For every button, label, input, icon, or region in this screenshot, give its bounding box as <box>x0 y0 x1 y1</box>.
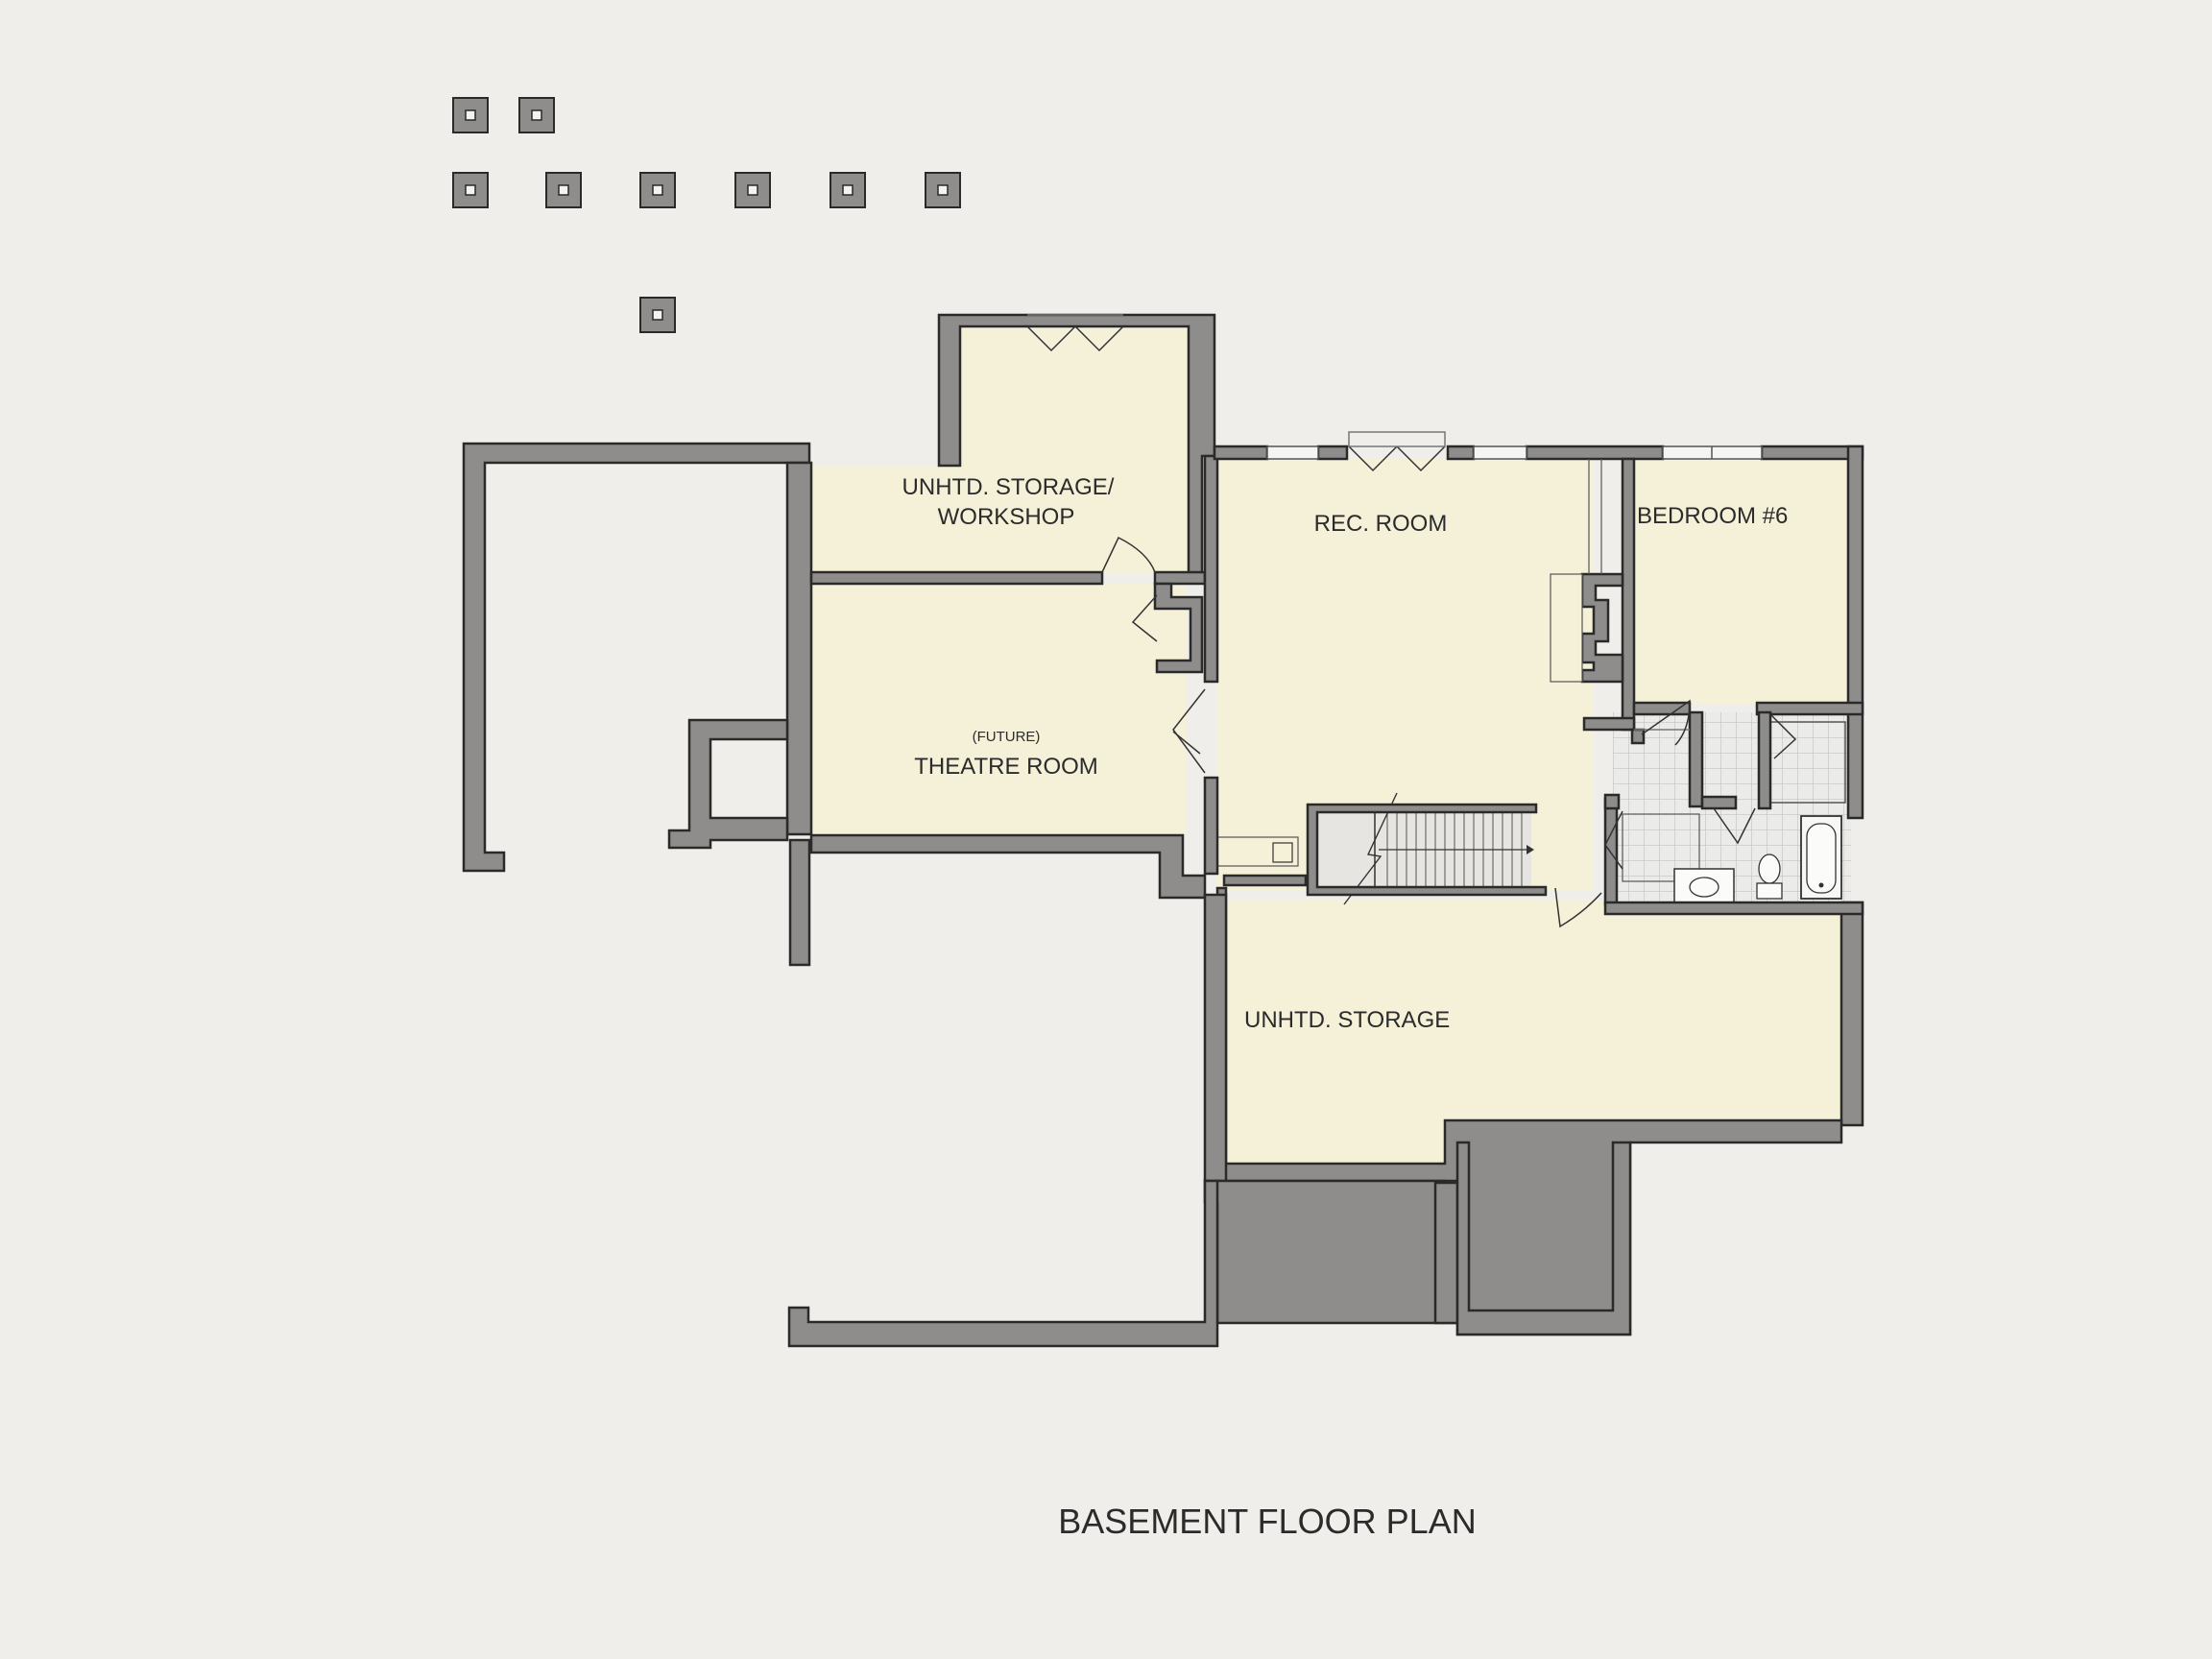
wall-right-exterior <box>1846 445 1864 820</box>
wall-central-left <box>785 461 813 836</box>
storage-workshop-floor <box>811 466 1205 574</box>
fireplace-icon <box>1550 459 1602 683</box>
wall-rec-top-mid2 <box>1446 445 1476 461</box>
wall-bath-bottom <box>1603 901 1864 916</box>
wall-left-outer <box>462 442 811 873</box>
wall-closet <box>1153 582 1204 674</box>
wall-center-vertical <box>1203 454 1219 684</box>
wall-bedroom-base <box>1582 716 1636 732</box>
sink-icon <box>1673 868 1735 903</box>
wall-stair-box <box>1306 803 1548 897</box>
wall-bottom-left <box>787 1179 1219 1348</box>
theatre-label-line2: THEATRE ROOM <box>914 754 1098 780</box>
wall-rec-top-mid1 <box>1316 445 1349 461</box>
pier-group <box>452 97 961 333</box>
wall-theatre-bottom <box>809 833 1207 900</box>
door-swing-icon <box>1770 714 1797 759</box>
wall-lower-stub <box>788 838 811 967</box>
wall-bed-door-stub <box>1630 728 1646 745</box>
wall-workshop-divider <box>809 570 1104 586</box>
wall-bedroom-bottom <box>1632 701 1692 716</box>
door-swing-icon <box>1348 431 1446 472</box>
walls <box>462 313 1864 1348</box>
rec-room-label: REC. ROOM <box>1314 511 1448 537</box>
square-pier-icon <box>518 97 555 133</box>
wall-notch-box <box>667 718 789 850</box>
stairs-icon <box>1211 792 1534 905</box>
wall-right-lower <box>1839 901 1864 1127</box>
bathtub-icon <box>1800 815 1842 900</box>
door-swing-icon <box>1131 594 1158 642</box>
square-pier-icon <box>639 172 676 208</box>
wall-closet-top <box>1153 570 1207 586</box>
theatre-floor <box>811 584 1186 835</box>
wall-bump-divider <box>1433 1181 1459 1325</box>
wall-stair-base <box>1222 874 1308 887</box>
wall-rec-top-right <box>1525 445 1665 461</box>
room-fills <box>811 326 1848 1164</box>
wall-lower-bump <box>1203 1179 1459 1325</box>
doors <box>1026 314 1797 928</box>
wall-bump-right <box>1455 1141 1632 1336</box>
window-icon <box>1266 445 1763 460</box>
storage-workshop-label-line1: UNHTD. STORAGE/ <box>902 474 1115 500</box>
storage-workshop-label-line2: WORKSHOP <box>938 504 1075 530</box>
door-swing-icon <box>1604 810 1623 870</box>
square-pier-icon <box>639 297 676 333</box>
door-swing-icon <box>1026 314 1124 352</box>
wall-bath-door-stub <box>1603 793 1621 810</box>
bedroom-floor <box>1632 459 1848 704</box>
wall-storage-left <box>1203 893 1228 1183</box>
wall-bedroom-closet <box>1580 572 1624 684</box>
wall-rec-top-left <box>1213 445 1269 461</box>
storage-workshop-upper-floor <box>960 326 1205 470</box>
door-swing-icon <box>1101 536 1156 573</box>
square-pier-icon <box>545 172 582 208</box>
wall-bath-inner-left <box>1688 710 1704 808</box>
wall-center-lower <box>1203 776 1219 876</box>
wall-shower <box>1757 710 1772 810</box>
square-pier-icon <box>452 172 489 208</box>
door-swing-icon <box>1172 688 1206 774</box>
square-pier-icon <box>925 172 961 208</box>
square-pier-icon <box>452 97 489 133</box>
wall-bath-inner-left2 <box>1700 795 1738 810</box>
door-swing-icon <box>1554 887 1602 928</box>
bedroom-label: BEDROOM #6 <box>1637 503 1788 529</box>
wall-bath-top <box>1755 701 1864 716</box>
room-labels: UNHTD. STORAGE/ WORKSHOP REC. ROOM BEDRO… <box>902 474 1789 1033</box>
wall-bath-left <box>1603 797 1619 906</box>
door-swing-icon <box>1713 807 1756 845</box>
square-pier-icon <box>830 172 866 208</box>
square-pier-icon <box>734 172 771 208</box>
storage-label: UNHTD. STORAGE <box>1244 1007 1450 1033</box>
page-title: BASEMENT FLOOR PLAN <box>1058 1502 1476 1541</box>
theatre-label-line1: (FUTURE) <box>973 729 1041 745</box>
storage-floor <box>1226 900 1841 1164</box>
toilet-icon <box>1756 854 1783 900</box>
door-swing-icon <box>1634 699 1691 746</box>
wall-bedroom-left <box>1621 457 1636 732</box>
